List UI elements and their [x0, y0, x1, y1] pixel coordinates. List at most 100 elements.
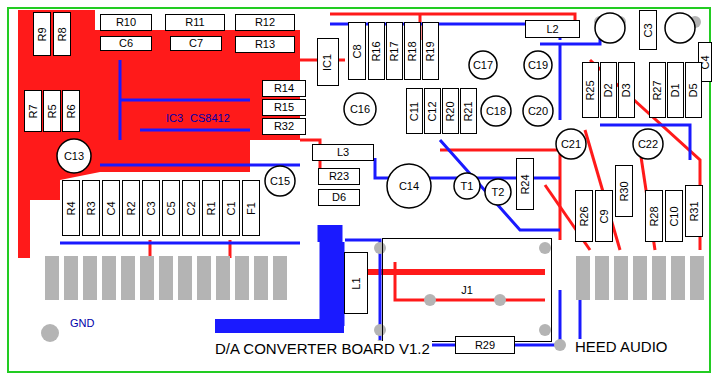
component-outline: J1 — [382, 238, 552, 342]
part-designator: C12 — [427, 101, 438, 121]
silkscreen-label: GND — [68, 318, 96, 329]
component-outline: L2 — [525, 20, 580, 38]
component-outline: R4 — [62, 180, 80, 236]
component-outline: R24 — [516, 158, 534, 210]
component-outline: F1 — [242, 180, 260, 236]
part-designator: R14 — [274, 83, 294, 94]
silkscreen-label: D/A CONVERTER BOARD V1.2 — [213, 341, 432, 356]
part-designator: R9 — [37, 27, 48, 41]
part-designator: D3 — [621, 83, 632, 97]
part-designator: R12 — [255, 17, 275, 28]
capacitor-outline: C22 — [632, 128, 664, 160]
component-outline: C3 — [142, 180, 160, 236]
component-outline: R31 — [685, 185, 703, 237]
component-outline: R26 — [575, 190, 593, 242]
part-designator: L3 — [337, 147, 349, 158]
component-outline: C10 — [665, 190, 683, 242]
component-outline: R25 — [582, 62, 599, 118]
part-designator: R31 — [689, 201, 700, 221]
component-outline: D3 — [618, 62, 635, 118]
component-outline: R19 — [422, 22, 439, 80]
component-outline: C7 — [170, 36, 222, 51]
component-outline: C6 — [100, 36, 152, 51]
component-outline: R14 — [262, 80, 306, 97]
component-outline: R32 — [262, 118, 306, 135]
part-designator: R3 — [86, 201, 97, 215]
component-outline: R13 — [235, 36, 295, 53]
part-designator: C20 — [528, 106, 548, 117]
capacitor-outline: C19 — [523, 50, 553, 80]
connector-pads — [45, 256, 704, 300]
component-outline: R10 — [100, 14, 152, 31]
part-designator: R32 — [274, 121, 294, 132]
capacitor-outline: C20 — [522, 95, 554, 127]
part-designator: R30 — [619, 181, 630, 201]
component-outline: C4 — [102, 180, 120, 236]
component-outline: L1 — [344, 252, 368, 314]
part-designator: C15 — [270, 176, 290, 187]
part-designator: R4 — [66, 201, 77, 215]
part-designator: C11 — [409, 101, 420, 120]
part-designator: R8 — [57, 27, 68, 41]
capacitor-outline: C14 — [386, 163, 432, 209]
capacitor-outline: C13 — [56, 138, 92, 174]
part-designator: R15 — [274, 102, 294, 113]
part-designator: L1 — [351, 277, 362, 289]
component-outline: R11 — [165, 14, 225, 31]
capacitor-outline: C16 — [343, 92, 377, 126]
component-outline: IC1 — [317, 38, 339, 86]
component-outline: R21 — [460, 88, 477, 134]
component-outline: R18 — [404, 22, 421, 80]
component-outline: L3 — [312, 144, 374, 161]
part-designator: C16 — [350, 104, 370, 115]
part-designator: C14 — [399, 181, 419, 192]
part-designator: R23 — [329, 171, 349, 182]
part-designator: R5 — [47, 104, 58, 118]
component-outline: R2 — [122, 180, 140, 236]
part-designator: T1 — [461, 181, 474, 192]
component-outline: R23 — [318, 168, 360, 185]
component-outline: C2 — [182, 180, 200, 236]
part-designator: C1 — [226, 201, 237, 215]
component-outline: R1 — [202, 180, 220, 236]
part-designator: D1 — [670, 83, 681, 97]
component-outline: R6 — [62, 90, 80, 132]
capacitor-outline: C18 — [480, 95, 512, 127]
component-outline: C11 — [406, 88, 423, 134]
top-copper-pour — [18, 10, 300, 258]
component-outline: R29 — [455, 336, 515, 354]
capacitor-outline: T1 — [453, 172, 481, 200]
part-designator: R20 — [445, 101, 456, 121]
component-outline: C8 — [348, 22, 366, 80]
part-designator: R24 — [520, 174, 531, 194]
component-outline: C1 — [222, 180, 240, 236]
part-designator: C17 — [473, 60, 493, 71]
part-designator: C19 — [528, 60, 548, 71]
part-designator: C10 — [669, 206, 680, 226]
part-designator: R28 — [649, 206, 660, 226]
part-designator: R17 — [389, 41, 400, 61]
capacitor-outline: T2 — [484, 178, 512, 206]
top-copper-traces — [150, 14, 700, 300]
part-designator: D5 — [688, 83, 699, 97]
part-designator: R16 — [371, 41, 382, 61]
part-designator: C13 — [64, 151, 84, 162]
capacitor-outline: C17 — [468, 50, 498, 80]
silkscreen-label: HEED AUDIO — [573, 339, 670, 354]
component-outline: R27 — [649, 62, 666, 118]
component-outline: R16 — [368, 22, 385, 80]
part-designator: R13 — [255, 39, 275, 50]
part-designator: T2 — [492, 187, 505, 198]
board-outline — [8, 8, 710, 372]
component-outline: R8 — [53, 12, 71, 56]
component-outline: D5 — [685, 62, 702, 118]
part-designator: D6 — [332, 192, 346, 203]
part-designator: R6 — [66, 104, 77, 118]
part-designator: IC1 — [323, 53, 334, 70]
part-designator: R26 — [579, 206, 590, 226]
component-outline: R28 — [645, 190, 663, 242]
component-outline: C5 — [162, 180, 180, 236]
part-designator: L2 — [546, 24, 558, 35]
component-outline: C9 — [595, 190, 613, 242]
part-designator: R18 — [407, 41, 418, 61]
